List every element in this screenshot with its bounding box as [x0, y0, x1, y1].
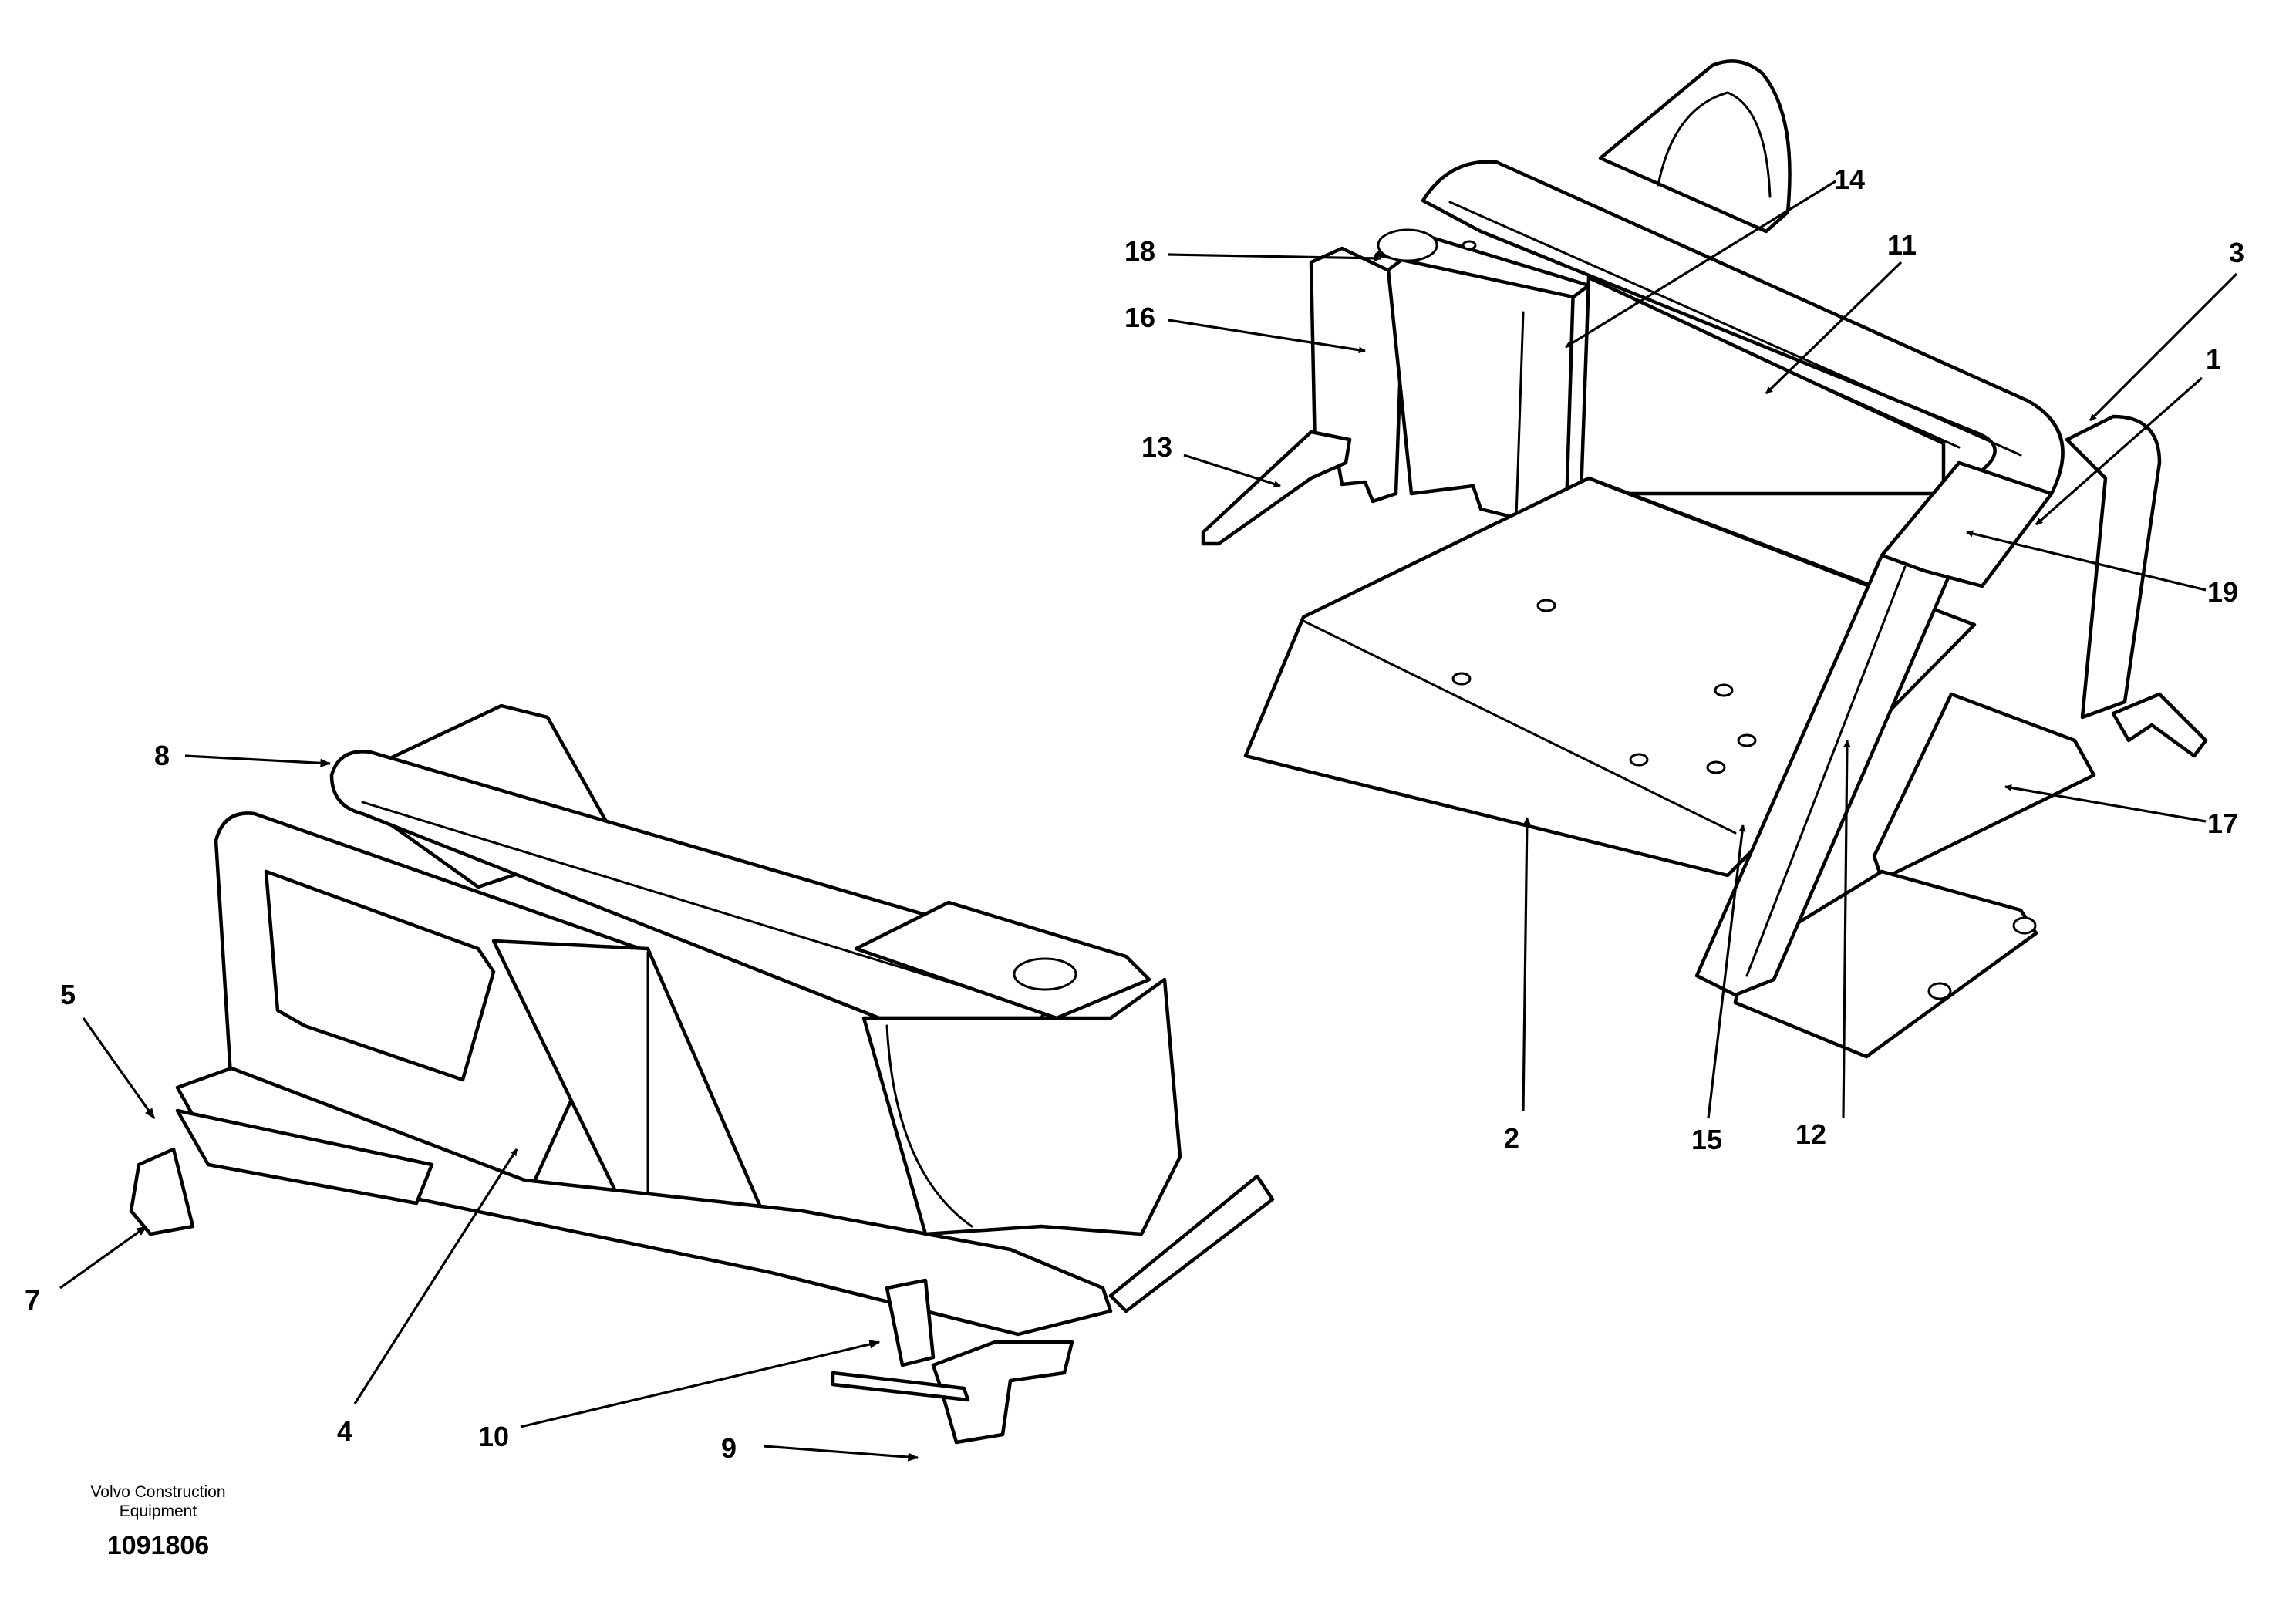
callout-15: 15 — [1691, 1124, 1722, 1155]
drawing-number: 1091806 — [106, 1531, 210, 1560]
foot-10 — [885, 1278, 936, 1367]
leader-15 — [1707, 824, 1746, 1119]
left-assembly — [129, 703, 1275, 1445]
callout-14: 14 — [1834, 164, 1865, 195]
top-hole — [1377, 228, 1438, 262]
rail-end-hole — [1013, 957, 1077, 991]
leader-lines — [59, 180, 2238, 1462]
foot-9 — [931, 1340, 1074, 1445]
leader-13 — [1183, 454, 1281, 487]
rail-end-block — [854, 900, 1151, 1020]
callout-10: 10 — [478, 1421, 509, 1452]
callout-16: 16 — [1124, 302, 1155, 333]
leader-11 — [1765, 261, 1903, 395]
callout-4: 4 — [337, 1415, 352, 1447]
bottom-frame-4 — [175, 1108, 434, 1206]
leader-2 — [1522, 817, 1531, 1111]
leader-4 — [353, 1148, 518, 1404]
callout-3: 3 — [2229, 237, 2244, 268]
lower-platform-17 — [1872, 692, 2096, 882]
leader-16 — [1168, 319, 1366, 354]
leader-1 — [2035, 376, 2203, 526]
leader-17 — [2004, 784, 2207, 823]
callout-9: 9 — [721, 1432, 737, 1464]
organization-label: Volvo Construction Equipment — [90, 1483, 226, 1520]
leader-18 — [1168, 253, 1381, 262]
frame-window — [264, 869, 496, 1082]
callout-11: 11 — [1887, 229, 1917, 261]
callout-5: 5 — [60, 979, 76, 1010]
callout-17: 17 — [2207, 808, 2238, 839]
right-assembly — [1201, 59, 2208, 1059]
left-right-box — [861, 977, 1182, 1236]
leader-5 — [82, 1017, 156, 1120]
leader-10 — [520, 1340, 881, 1428]
arm-13 — [1201, 430, 1352, 546]
callout-19: 19 — [2207, 576, 2238, 608]
callout-numbers: 1 2 3 4 5 7 8 9 10 11 12 13 14 15 16 17 … — [25, 164, 2244, 1464]
rear-bracket — [1598, 59, 1792, 234]
leader-19 — [1966, 530, 2207, 592]
right-foot — [2111, 692, 2208, 758]
leader-3 — [2089, 272, 2238, 422]
callout-7: 7 — [25, 1284, 40, 1316]
lower-arm — [1108, 1174, 1275, 1313]
leader-7 — [59, 1225, 148, 1290]
leader-14 — [1565, 180, 1836, 349]
top-arch — [1421, 160, 2065, 496]
callout-13: 13 — [1141, 431, 1172, 463]
left-body — [175, 1066, 1113, 1337]
leader-8 — [184, 754, 332, 767]
foot-7 — [129, 1147, 195, 1236]
callout-2: 2 — [1504, 1122, 1519, 1154]
callout-18: 18 — [1124, 235, 1155, 267]
bracket-19 — [1880, 460, 2054, 588]
leader-9 — [763, 1445, 919, 1462]
callout-12: 12 — [1795, 1118, 1826, 1150]
leader-12 — [1842, 740, 1851, 1119]
callout-8: 8 — [154, 740, 170, 771]
callout-1: 1 — [2206, 343, 2221, 375]
bottom-tray — [1733, 869, 2038, 1059]
